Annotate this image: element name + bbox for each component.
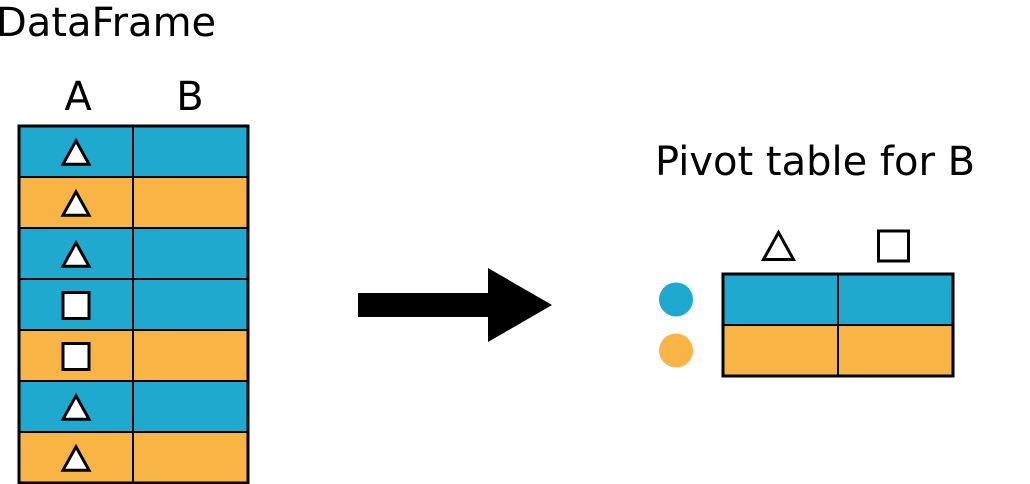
table-row (18, 176, 249, 229)
triangle-icon (60, 137, 92, 166)
table-row (18, 431, 249, 484)
pivot-header-square (877, 229, 910, 263)
pivot-title: Pivot table for B (655, 139, 975, 185)
pivot-cell (722, 324, 839, 377)
triangle-icon (60, 188, 92, 217)
cell-a (18, 227, 134, 280)
pivot-table (721, 272, 955, 378)
table-row (18, 125, 249, 178)
column-b-header: B (176, 74, 203, 120)
table-row (18, 380, 249, 433)
cell-b (132, 227, 249, 280)
pivot-cell (722, 273, 839, 326)
column-a-header: A (64, 74, 92, 120)
triangle-icon (760, 229, 797, 261)
table-row (18, 227, 249, 280)
circle-icon (659, 333, 693, 368)
pivot-column-headers (760, 229, 910, 263)
square-icon (61, 342, 91, 371)
cell-b (132, 176, 249, 229)
cell-b (132, 380, 249, 433)
square-icon (61, 291, 91, 320)
pivot-cell (837, 324, 954, 377)
cell-b (132, 125, 249, 178)
right-arrow-icon (358, 268, 552, 342)
square-icon (877, 229, 910, 263)
dataframe-table (17, 124, 250, 484)
triangle-icon (60, 443, 92, 472)
cell-b (132, 431, 249, 484)
dataframe-border (17, 124, 250, 484)
pivot-header-triangle (760, 229, 797, 261)
triangle-icon (60, 239, 92, 268)
pivot-cell (837, 273, 954, 326)
circle-icon (659, 282, 693, 317)
pivot-row-markers (659, 282, 693, 368)
table-row (722, 324, 954, 377)
table-row (722, 273, 954, 326)
dataframe-title: DataFrame (0, 0, 216, 46)
triangle-icon (60, 392, 92, 421)
cell-b (132, 278, 249, 331)
table-row (18, 329, 249, 382)
table-row (18, 278, 249, 331)
cell-b (132, 329, 249, 382)
pivot-border (721, 272, 955, 378)
